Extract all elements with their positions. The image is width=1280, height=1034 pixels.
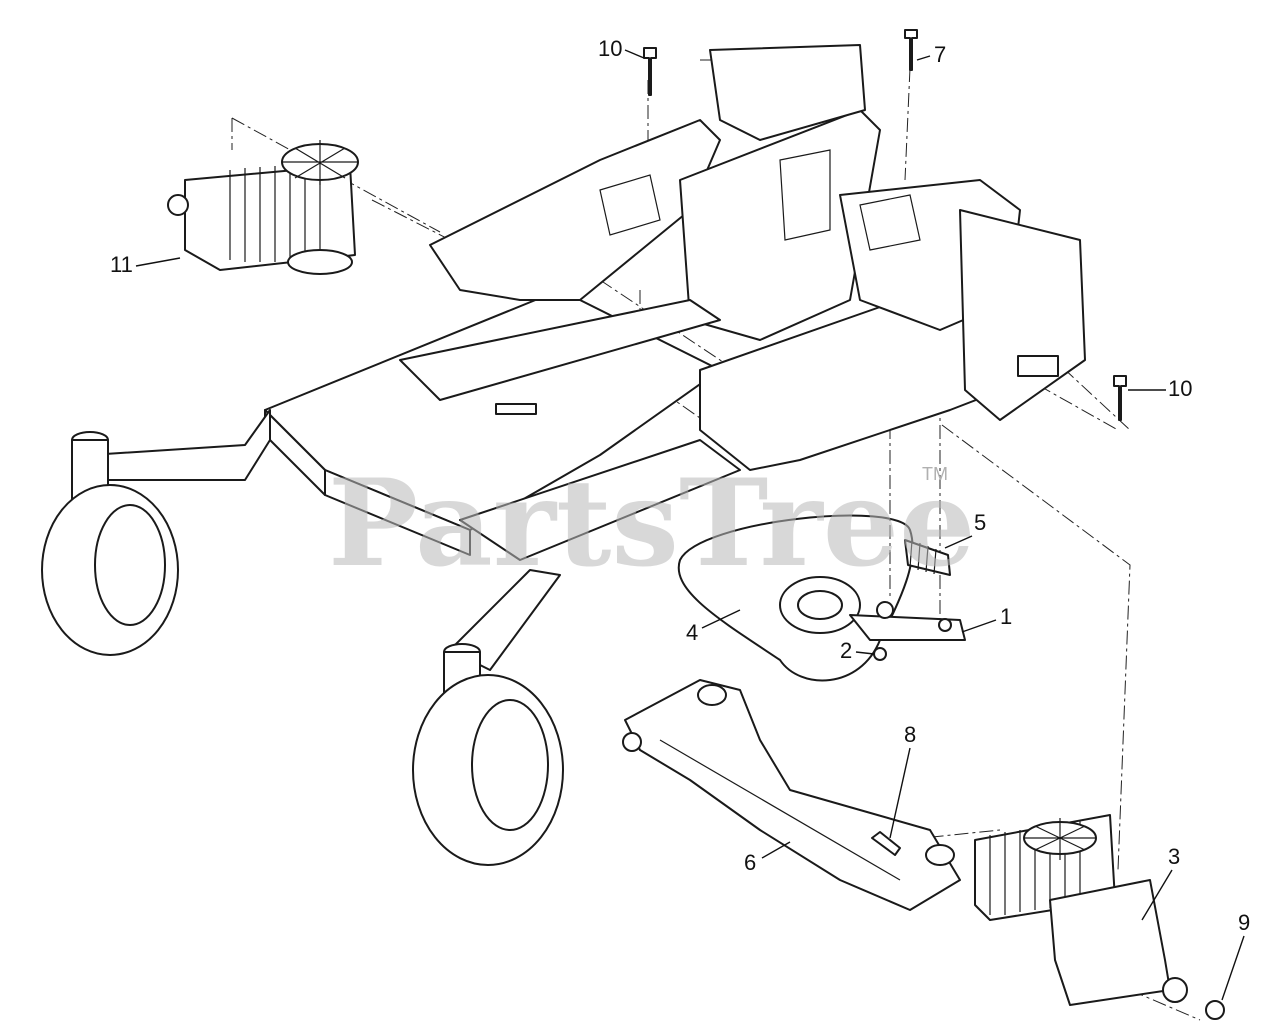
callout-label: 5 (974, 510, 986, 535)
callout-8[interactable]: 8 (889, 722, 916, 839)
callout-10-right[interactable]: 10 (1128, 376, 1192, 401)
callout-label: 9 (1238, 910, 1250, 935)
callout-7[interactable]: 7 (916, 42, 946, 67)
callout-1[interactable]: 1 (961, 604, 1012, 633)
callout-label: 6 (744, 850, 756, 875)
callout-label: 10 (598, 36, 622, 61)
callouts: 10 7 11 10 5 1 4 2 (110, 36, 1250, 1001)
left-transaxle (167, 140, 359, 275)
callout-label: 4 (686, 620, 698, 645)
idler-arm-assembly (779, 576, 966, 641)
callout-label: 1 (1000, 604, 1012, 629)
callout-5[interactable]: 5 (944, 510, 986, 549)
callout-10-top[interactable]: 10 (598, 36, 645, 61)
main-frame (264, 44, 1086, 561)
callout-label: 2 (840, 638, 852, 663)
watermark-tm: TM (922, 464, 948, 484)
watermark: PartsTree TM (328, 453, 975, 594)
callout-9[interactable]: 9 (1221, 910, 1250, 1001)
callout-3[interactable]: 3 (1141, 844, 1180, 921)
left-caster-wheel (41, 409, 271, 656)
watermark-text: PartsTree (328, 453, 975, 594)
cross-bracket (622, 679, 961, 911)
callout-11[interactable]: 11 (110, 252, 181, 277)
front-caster-wheel (412, 569, 564, 866)
callout-4[interactable]: 4 (686, 609, 741, 645)
idler-spring (904, 539, 951, 576)
callout-label: 11 (110, 252, 133, 277)
callout-label: 7 (934, 42, 946, 67)
callout-2[interactable]: 2 (840, 638, 875, 663)
hardware (643, 29, 1127, 856)
callout-label: 10 (1168, 376, 1192, 401)
callout-6[interactable]: 6 (744, 841, 791, 875)
callout-label: 8 (904, 722, 916, 747)
callout-label: 3 (1168, 844, 1180, 869)
right-transaxle (974, 814, 1225, 1020)
